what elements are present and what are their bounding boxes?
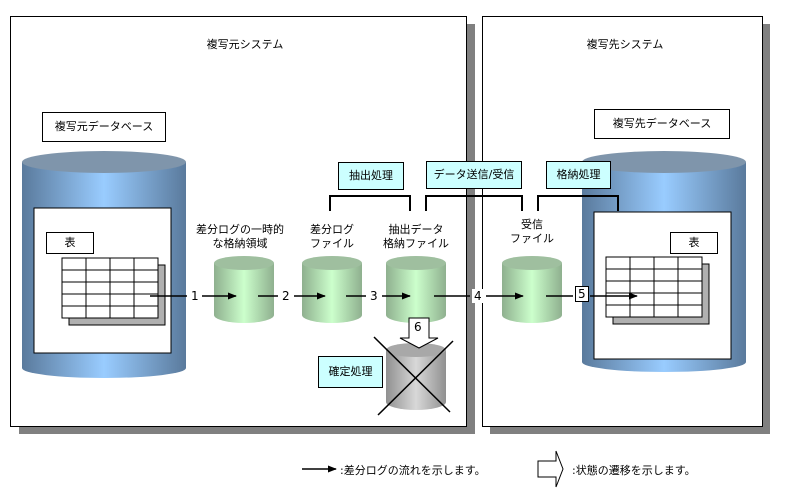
extract-process-box: 抽出処理 — [338, 162, 404, 190]
file-cylinder-extract — [386, 256, 446, 323]
step-number-6: 6 — [414, 320, 422, 334]
state-transition-arrow — [399, 317, 439, 349]
store-bracket — [537, 195, 619, 211]
source-table-label: 表 — [46, 232, 94, 254]
file-cylinder-temp — [214, 256, 274, 323]
file-caption-difflog: 差分ログ ファイル — [296, 223, 368, 251]
target-database-label: 複写先データベース — [594, 109, 730, 139]
step-number-5: 5 — [575, 286, 589, 302]
target-table-grid — [605, 256, 710, 325]
source-system-title: 複写元システム — [206, 38, 284, 51]
file-caption-temp-line1: 差分ログの一時的 — [196, 223, 284, 236]
file-caption-temp-line2: な格納領域 — [212, 237, 268, 250]
source-database-label: 複写元データベース — [42, 112, 166, 142]
step-number-1: 1 — [189, 289, 201, 303]
target-system-title: 複写先システム — [586, 38, 664, 51]
file-caption-difflog-line1: 差分ログ — [310, 223, 354, 236]
file-caption-difflog-line2: ファイル — [310, 237, 354, 250]
file-caption-temp: 差分ログの一時的 な格納領域 — [190, 223, 290, 251]
file-caption-extract-line2: 格納ファイル — [383, 237, 449, 250]
step-number-2: 2 — [280, 289, 292, 303]
cross-mark-line-1 — [373, 336, 451, 413]
file-caption-receive: 受信 ファイル — [496, 218, 568, 246]
transfer-process-box: データ送信/受信 — [426, 161, 522, 189]
target-table-label: 表 — [670, 232, 718, 254]
legend-state-text: :状態の遷移を示します。 — [572, 464, 696, 477]
store-process-box: 格納処理 — [546, 161, 611, 189]
file-cylinder-receive — [502, 256, 562, 323]
step-number-3: 3 — [368, 289, 380, 303]
file-cylinder-difflog — [302, 256, 362, 323]
confirm-process-box: 確定処理 — [318, 356, 383, 388]
transfer-bracket — [425, 195, 523, 211]
file-caption-receive-line1: 受信 — [521, 218, 543, 231]
file-caption-extract: 抽出データ 格納ファイル — [376, 223, 456, 251]
source-table-grid — [61, 257, 166, 326]
file-caption-receive-line2: ファイル — [510, 232, 554, 245]
step-number-4: 4 — [472, 289, 484, 303]
file-caption-extract-line1: 抽出データ — [388, 223, 444, 236]
extract-bracket — [329, 195, 411, 211]
legend-flow-text: :差分ログの流れを示します。 — [340, 464, 486, 477]
legend-state-arrow — [537, 450, 564, 488]
cross-mark-line-2 — [377, 340, 454, 416]
